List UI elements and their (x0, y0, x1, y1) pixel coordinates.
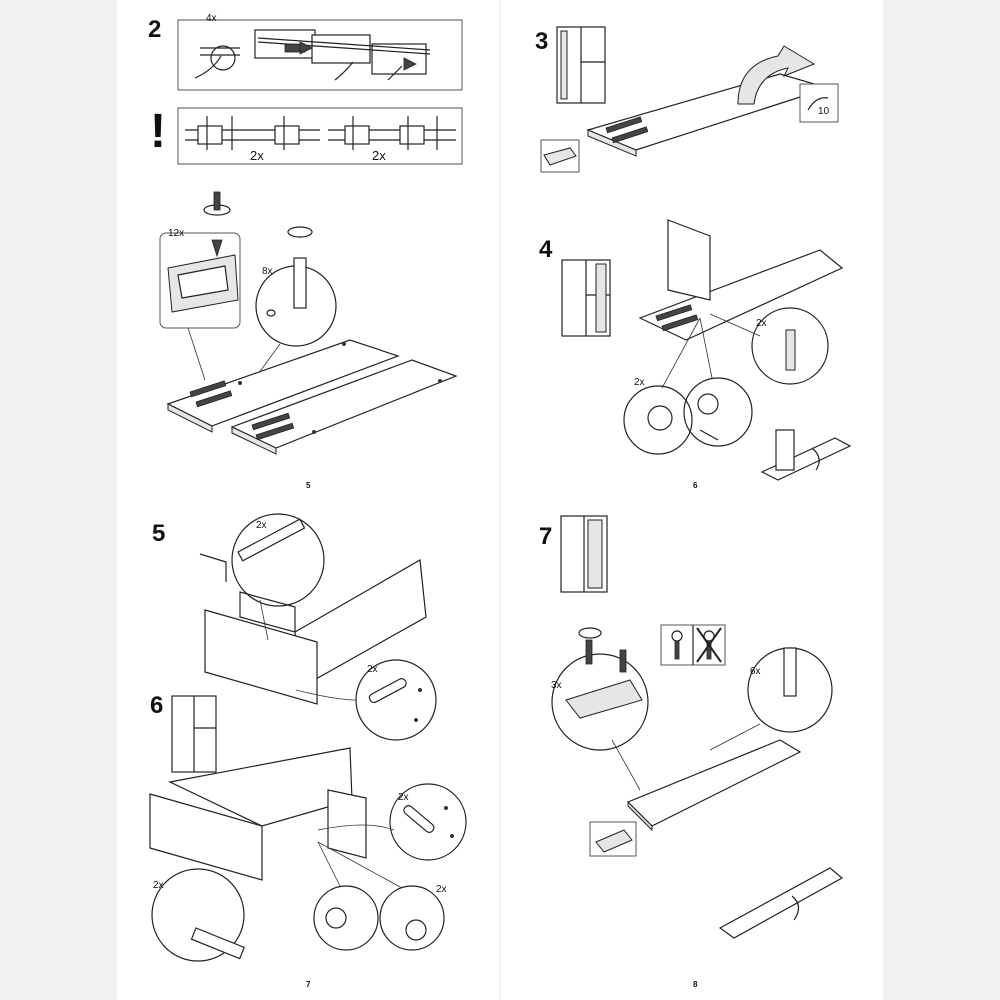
step-number-7: 7 (539, 523, 553, 550)
step2-panels (166, 339, 458, 455)
qty-step6-cam-lock: 2x (436, 884, 447, 895)
qty-dowels-8x: 8x (262, 266, 273, 277)
step7-wardrobe-thumbnail (560, 515, 608, 593)
qty-step4-cam: 2x (634, 377, 645, 388)
page-gutter (499, 0, 501, 1000)
step-number-2: 2 (148, 16, 162, 43)
qty-step5-dowels: 2x (367, 664, 378, 675)
qty-hinge-rails: 4x (206, 13, 217, 24)
qty-step6-cam-bolt: 2x (153, 880, 164, 891)
step2-warning-rail-layout (177, 107, 463, 165)
page-number-6: 6 (693, 481, 698, 490)
qty-step5-cam-bolt: 2x (256, 520, 267, 531)
step2-screw-callout (159, 191, 337, 386)
step-number-4: 4 (539, 236, 553, 263)
qty-step7-dowels: 6x (750, 666, 761, 677)
qty-rail-right: 2x (372, 148, 386, 163)
step6-wardrobe-thumbnail (171, 695, 217, 773)
step4-wardrobe-thumbnail (561, 259, 611, 337)
warning-icon: ! (150, 105, 166, 158)
step-number-6: 6 (150, 692, 164, 719)
qty-step4-dowels: 2x (756, 318, 767, 329)
step4-panel-assembly (623, 219, 852, 481)
qty-screws-12x: 12x (168, 228, 185, 239)
page-number-8: 8 (693, 980, 698, 989)
step3-wardrobe-thumbnail (556, 26, 606, 104)
step-number-5: 5 (152, 520, 166, 547)
step3-panel-flip (540, 45, 839, 173)
step7-hinge-callout (551, 627, 833, 751)
step7-screw-types (660, 624, 726, 666)
step7-panel (589, 723, 844, 939)
qty-rail-left: 2x (250, 148, 264, 163)
step2-rail-detail-box (177, 19, 463, 91)
qty-step7-screws: 3x (551, 680, 562, 691)
step6-panels (149, 747, 467, 962)
step5-panels (199, 513, 437, 741)
page-number-5: 5 (306, 481, 311, 490)
page-number-7: 7 (306, 980, 311, 989)
qty-step6-dowels: 2x (398, 792, 409, 803)
reference-page-number: 10 (818, 106, 830, 117)
step-number-3: 3 (535, 28, 549, 55)
